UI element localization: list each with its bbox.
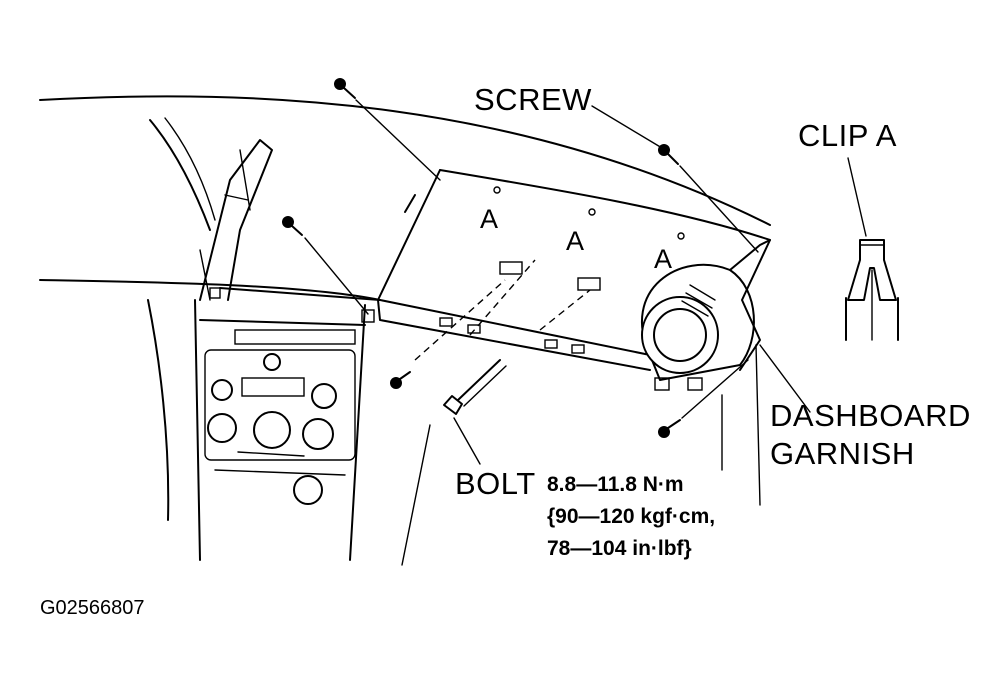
screw-lower-right: [658, 359, 749, 438]
clip-a-leader: [847, 157, 867, 237]
torque-spec-line1: 8.8—11.8 N·m: [547, 473, 684, 496]
screw-leader: [591, 105, 663, 149]
screws: [282, 78, 759, 438]
clip-marker-1: A: [480, 204, 498, 234]
dashboard-outline: [39, 95, 771, 521]
dashboard-garnish-leader: [759, 344, 811, 413]
screw-lower-left: [390, 371, 411, 389]
center-console: [194, 299, 366, 561]
torque-spec-line3: 78—104 in·lbf}: [547, 537, 692, 560]
body-lines: [401, 344, 761, 566]
screw-top-left: [334, 78, 441, 181]
dashboard-label: DASHBOARD: [770, 398, 971, 433]
dashed-guide-lines: [414, 259, 591, 361]
bolt-label: BOLT: [455, 466, 536, 501]
screw-left: [282, 216, 369, 315]
bolt-part: [443, 359, 507, 415]
garnish-label: GARNISH: [770, 436, 915, 471]
garnish-panel: [219, 169, 771, 371]
torque-spec-line2: {90—120 kgf·cm,: [547, 505, 716, 528]
clip-marker-2: A: [566, 226, 584, 256]
bolt-leader: [453, 417, 481, 465]
leader-lines: [453, 105, 867, 465]
clip-a-detail: [845, 239, 899, 341]
left-vent-structure: [199, 139, 273, 301]
screw-top-right: [658, 144, 759, 253]
screw-label: SCREW: [474, 82, 592, 117]
clip-a-label: CLIP A: [798, 118, 897, 153]
clip-marker-3: A: [654, 244, 672, 274]
figure-code: G02566807: [40, 597, 145, 619]
